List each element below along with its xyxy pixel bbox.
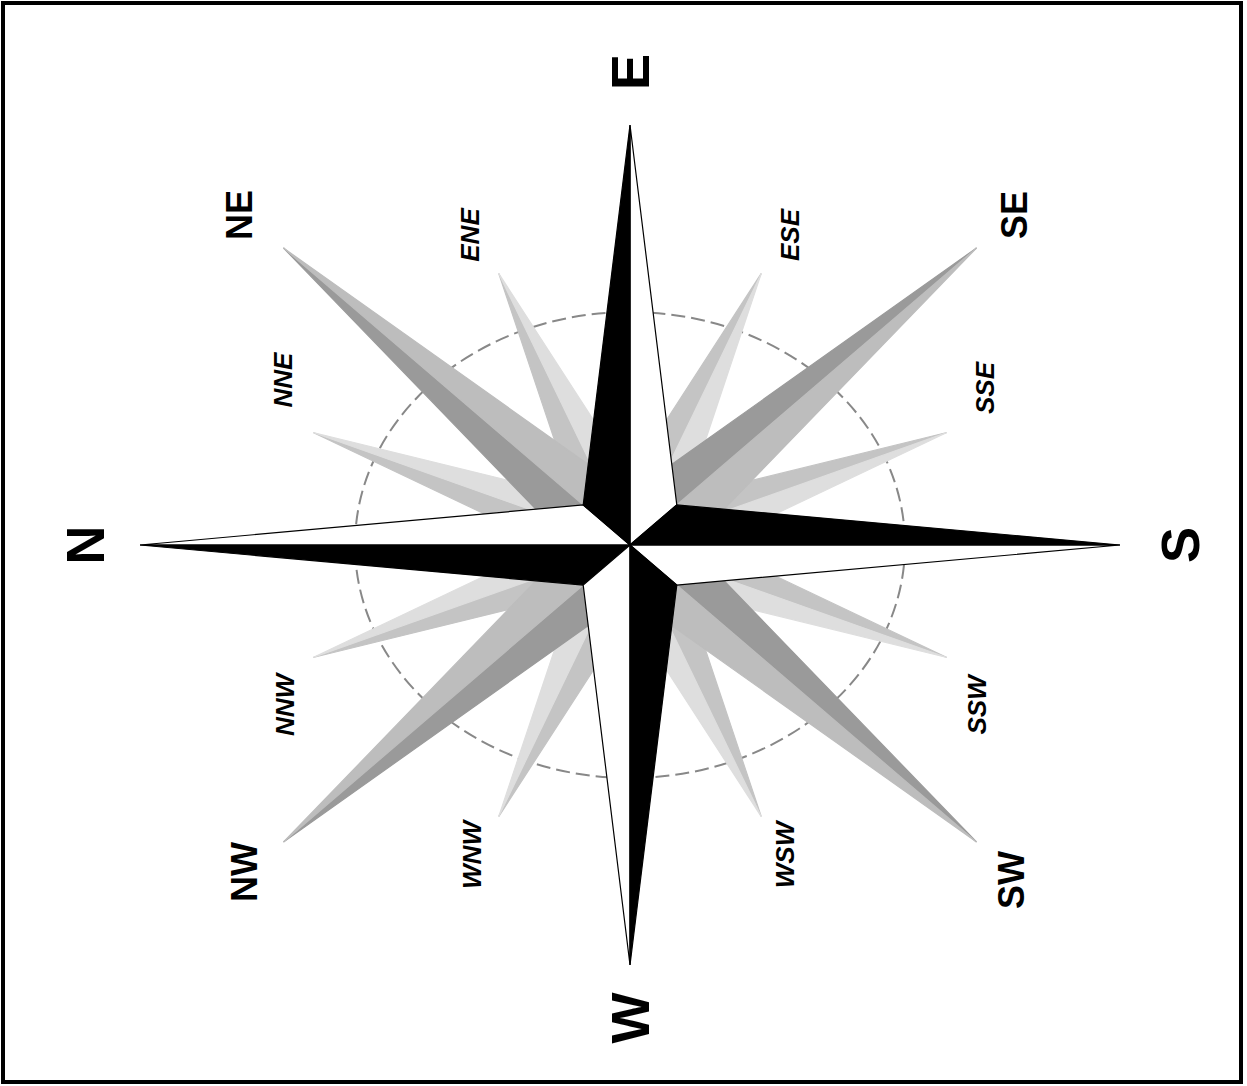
cardinal-ray bbox=[630, 545, 1120, 585]
intercardinal-ray bbox=[284, 545, 631, 842]
intercardinal-ray bbox=[630, 248, 977, 545]
intercardinal-ray bbox=[284, 248, 631, 545]
cardinal-label: S bbox=[1153, 527, 1207, 563]
intercardinal-ray bbox=[284, 248, 631, 545]
intercardinal-label: SW bbox=[994, 851, 1030, 909]
cardinal-ray bbox=[630, 505, 1120, 545]
point-label: SSW bbox=[964, 675, 990, 734]
cardinal-label: W bbox=[603, 993, 657, 1044]
cardinal-ray bbox=[140, 505, 630, 545]
point-label: WSW bbox=[772, 822, 798, 888]
intercardinal-label: SE bbox=[997, 191, 1033, 239]
point-label: ENE bbox=[457, 208, 483, 261]
cardinal-ray bbox=[583, 125, 630, 545]
point-label: ESE bbox=[777, 209, 803, 261]
cardinal-ray bbox=[583, 545, 630, 965]
intercardinal-label: NW bbox=[227, 842, 263, 902]
frame bbox=[3, 3, 1241, 1082]
cardinal-ray bbox=[630, 545, 677, 965]
intercardinal-ray bbox=[630, 545, 977, 842]
cardinal-label: N bbox=[58, 526, 112, 565]
intercardinal-label: NE bbox=[222, 190, 258, 240]
cardinal-ray bbox=[630, 125, 677, 545]
intercardinal-ray bbox=[630, 248, 977, 545]
cardinal-ray bbox=[140, 545, 630, 585]
intercardinal-ray bbox=[630, 545, 977, 842]
point-label: NNE bbox=[270, 353, 296, 408]
point-label: NNW bbox=[272, 674, 298, 736]
cardinal-label: E bbox=[603, 54, 657, 90]
point-label: SSE bbox=[972, 362, 998, 414]
intercardinal-ray bbox=[284, 545, 631, 842]
point-label: WNW bbox=[459, 821, 485, 889]
